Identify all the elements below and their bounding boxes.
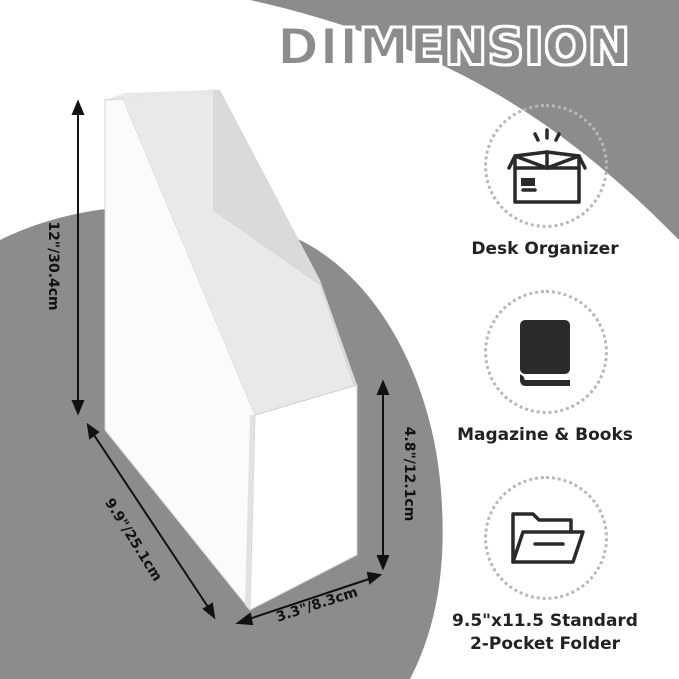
feature-label-magazine-books: Magazine & Books	[457, 425, 633, 445]
feature-label-folder-line2: 2-Pocket Folder	[469, 634, 621, 654]
page-title: DIIMENSION	[276, 17, 631, 77]
feature-circle-desk-organizer	[484, 104, 608, 228]
folder-icon	[511, 512, 585, 564]
front-height-dimension-label: 4.8"/12.1cm	[401, 426, 417, 522]
height-dimension-label: 12"/30.4cm	[45, 221, 61, 311]
feature-label-desk-organizer: Desk Organizer	[471, 239, 619, 259]
magazine-holder-illustration	[104, 89, 358, 612]
box-icon	[507, 128, 587, 204]
feature-circle-magazine-books	[484, 290, 608, 414]
feature-label-folder-line1: 9.5"x11.5 Standard	[452, 611, 638, 631]
book-icon	[520, 320, 570, 386]
feature-circle-folder	[484, 476, 608, 600]
